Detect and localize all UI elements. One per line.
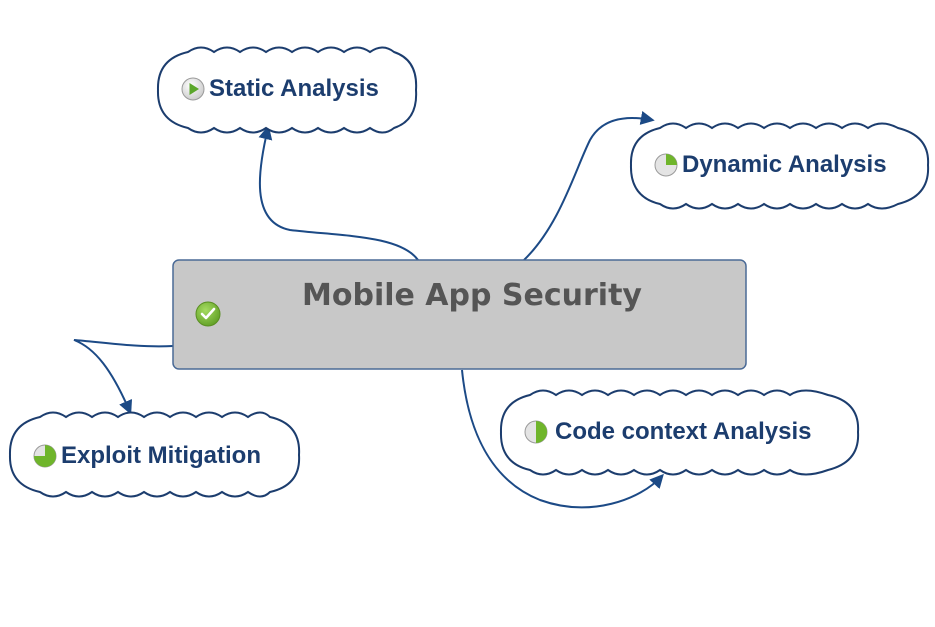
central-topic[interactable]: Mobile App Security — [172, 259, 747, 370]
progress-pie-icon — [524, 420, 548, 444]
topic-dynamic-analysis[interactable]: Dynamic Analysis — [629, 122, 930, 210]
topic-label: Static Analysis — [209, 75, 379, 102]
topic-exploit-mitigation[interactable]: Exploit Mitigation — [8, 411, 301, 498]
topic-label: Exploit Mitigation — [61, 442, 261, 469]
cloud-shape — [499, 389, 860, 476]
connector-dynamic-analysis — [523, 111, 655, 261]
connector-static-analysis — [258, 125, 419, 261]
central-topic-box — [172, 259, 747, 370]
cloud-shape — [629, 122, 930, 210]
central-topic-title: Mobile App Security — [302, 278, 642, 313]
cloud-shape — [8, 411, 301, 498]
progress-pie-icon — [654, 153, 678, 177]
pie-fill — [666, 154, 677, 165]
check-circle-icon — [195, 301, 221, 327]
connector-code-context-analysis — [461, 369, 664, 509]
topic-static-analysis[interactable]: Static Analysis — [156, 46, 418, 134]
connectors — [73, 111, 664, 509]
play-icon — [181, 77, 205, 101]
cloud-shape — [156, 46, 418, 134]
topic-label: Code context Analysis — [555, 418, 812, 445]
topic-code-context-analysis[interactable]: Code context Analysis — [499, 389, 860, 476]
progress-pie-icon — [33, 444, 57, 468]
topic-label: Dynamic Analysis — [682, 151, 887, 178]
pie-fill — [34, 445, 56, 467]
pie-fill — [536, 421, 547, 443]
connector-exploit-mitigation — [73, 339, 174, 415]
